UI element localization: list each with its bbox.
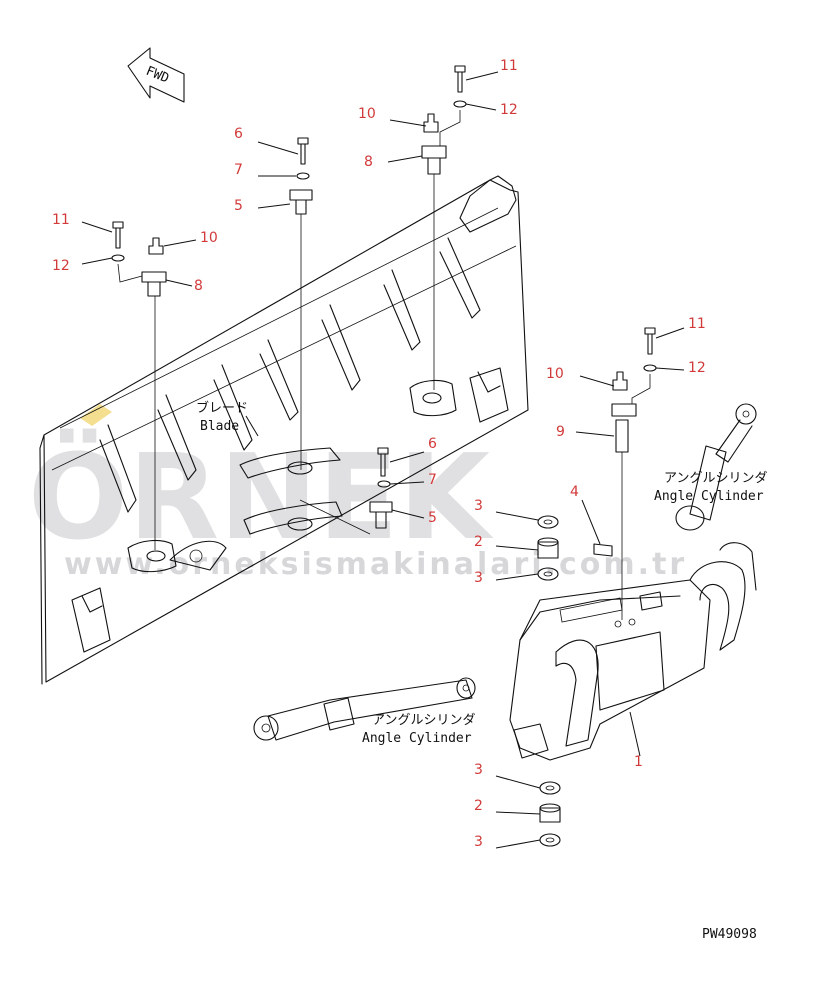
fwd-arrow-icon: FWD — [127, 47, 185, 103]
frame-part-1 — [509, 542, 757, 761]
callout-2: 2 — [474, 534, 483, 550]
callout-3: 3 — [474, 570, 483, 586]
drawing-code: PW49098 — [702, 927, 757, 942]
callout-12: 12 — [688, 360, 706, 376]
blade-label-en: Blade — [200, 419, 239, 434]
pin-group-right — [611, 327, 657, 620]
callout-6: 6 — [234, 126, 243, 142]
angle-cylinder-lower — [253, 677, 476, 741]
angle-cylinder-lower-label-en: Angle Cylinder — [362, 731, 472, 746]
callout-6: 6 — [428, 436, 437, 452]
callout-11: 11 — [500, 58, 518, 74]
callout-10: 10 — [200, 230, 218, 246]
pin-group-top — [421, 65, 467, 390]
callout-3: 3 — [474, 834, 483, 850]
pin-group-left — [111, 221, 167, 550]
callout-11: 11 — [688, 316, 706, 332]
callout-4: 4 — [570, 484, 579, 500]
watermark-brand: ÖRNEK — [28, 428, 495, 566]
watermark: ÖRNEK www.orneksismakinalari.com.tr — [28, 404, 687, 582]
callout-10: 10 — [546, 366, 564, 382]
callout-7: 7 — [234, 162, 243, 178]
watermark-url: www.orneksismakinalari.com.tr — [64, 547, 687, 582]
angle-cylinder-lower-label-jp: アングルシリンダ — [372, 713, 475, 728]
angle-cylinder-upper — [675, 403, 757, 531]
pin-group-mid — [289, 137, 313, 470]
callout-5: 5 — [234, 198, 243, 214]
callout-7: 7 — [428, 472, 437, 488]
callout-10: 10 — [358, 106, 376, 122]
fwd-label: FWD — [144, 64, 172, 87]
watermark-accent — [80, 404, 112, 426]
callout-5: 5 — [428, 510, 437, 526]
callout-3: 3 — [474, 498, 483, 514]
angle-cylinder-upper-label-jp: アングルシリンダ — [664, 471, 767, 486]
callout-11: 11 — [52, 212, 70, 228]
callout-12: 12 — [500, 102, 518, 118]
callout-3: 3 — [474, 762, 483, 778]
blade-label-jp: ブレード — [196, 400, 248, 416]
callout-8: 8 — [194, 278, 203, 294]
callout-1: 1 — [634, 754, 643, 770]
bushings-lower — [539, 781, 561, 847]
callout-9: 9 — [556, 424, 565, 440]
angle-cylinder-upper-label-en: Angle Cylinder — [654, 489, 764, 504]
callouts: 11 12 10 8 6 7 5 11 12 10 8 11 12 10 9 6… — [52, 58, 706, 850]
callout-2: 2 — [474, 798, 483, 814]
callout-12: 12 — [52, 258, 70, 274]
blade — [39, 175, 529, 685]
callout-8: 8 — [364, 154, 373, 170]
pin-group-lower — [299, 447, 393, 535]
